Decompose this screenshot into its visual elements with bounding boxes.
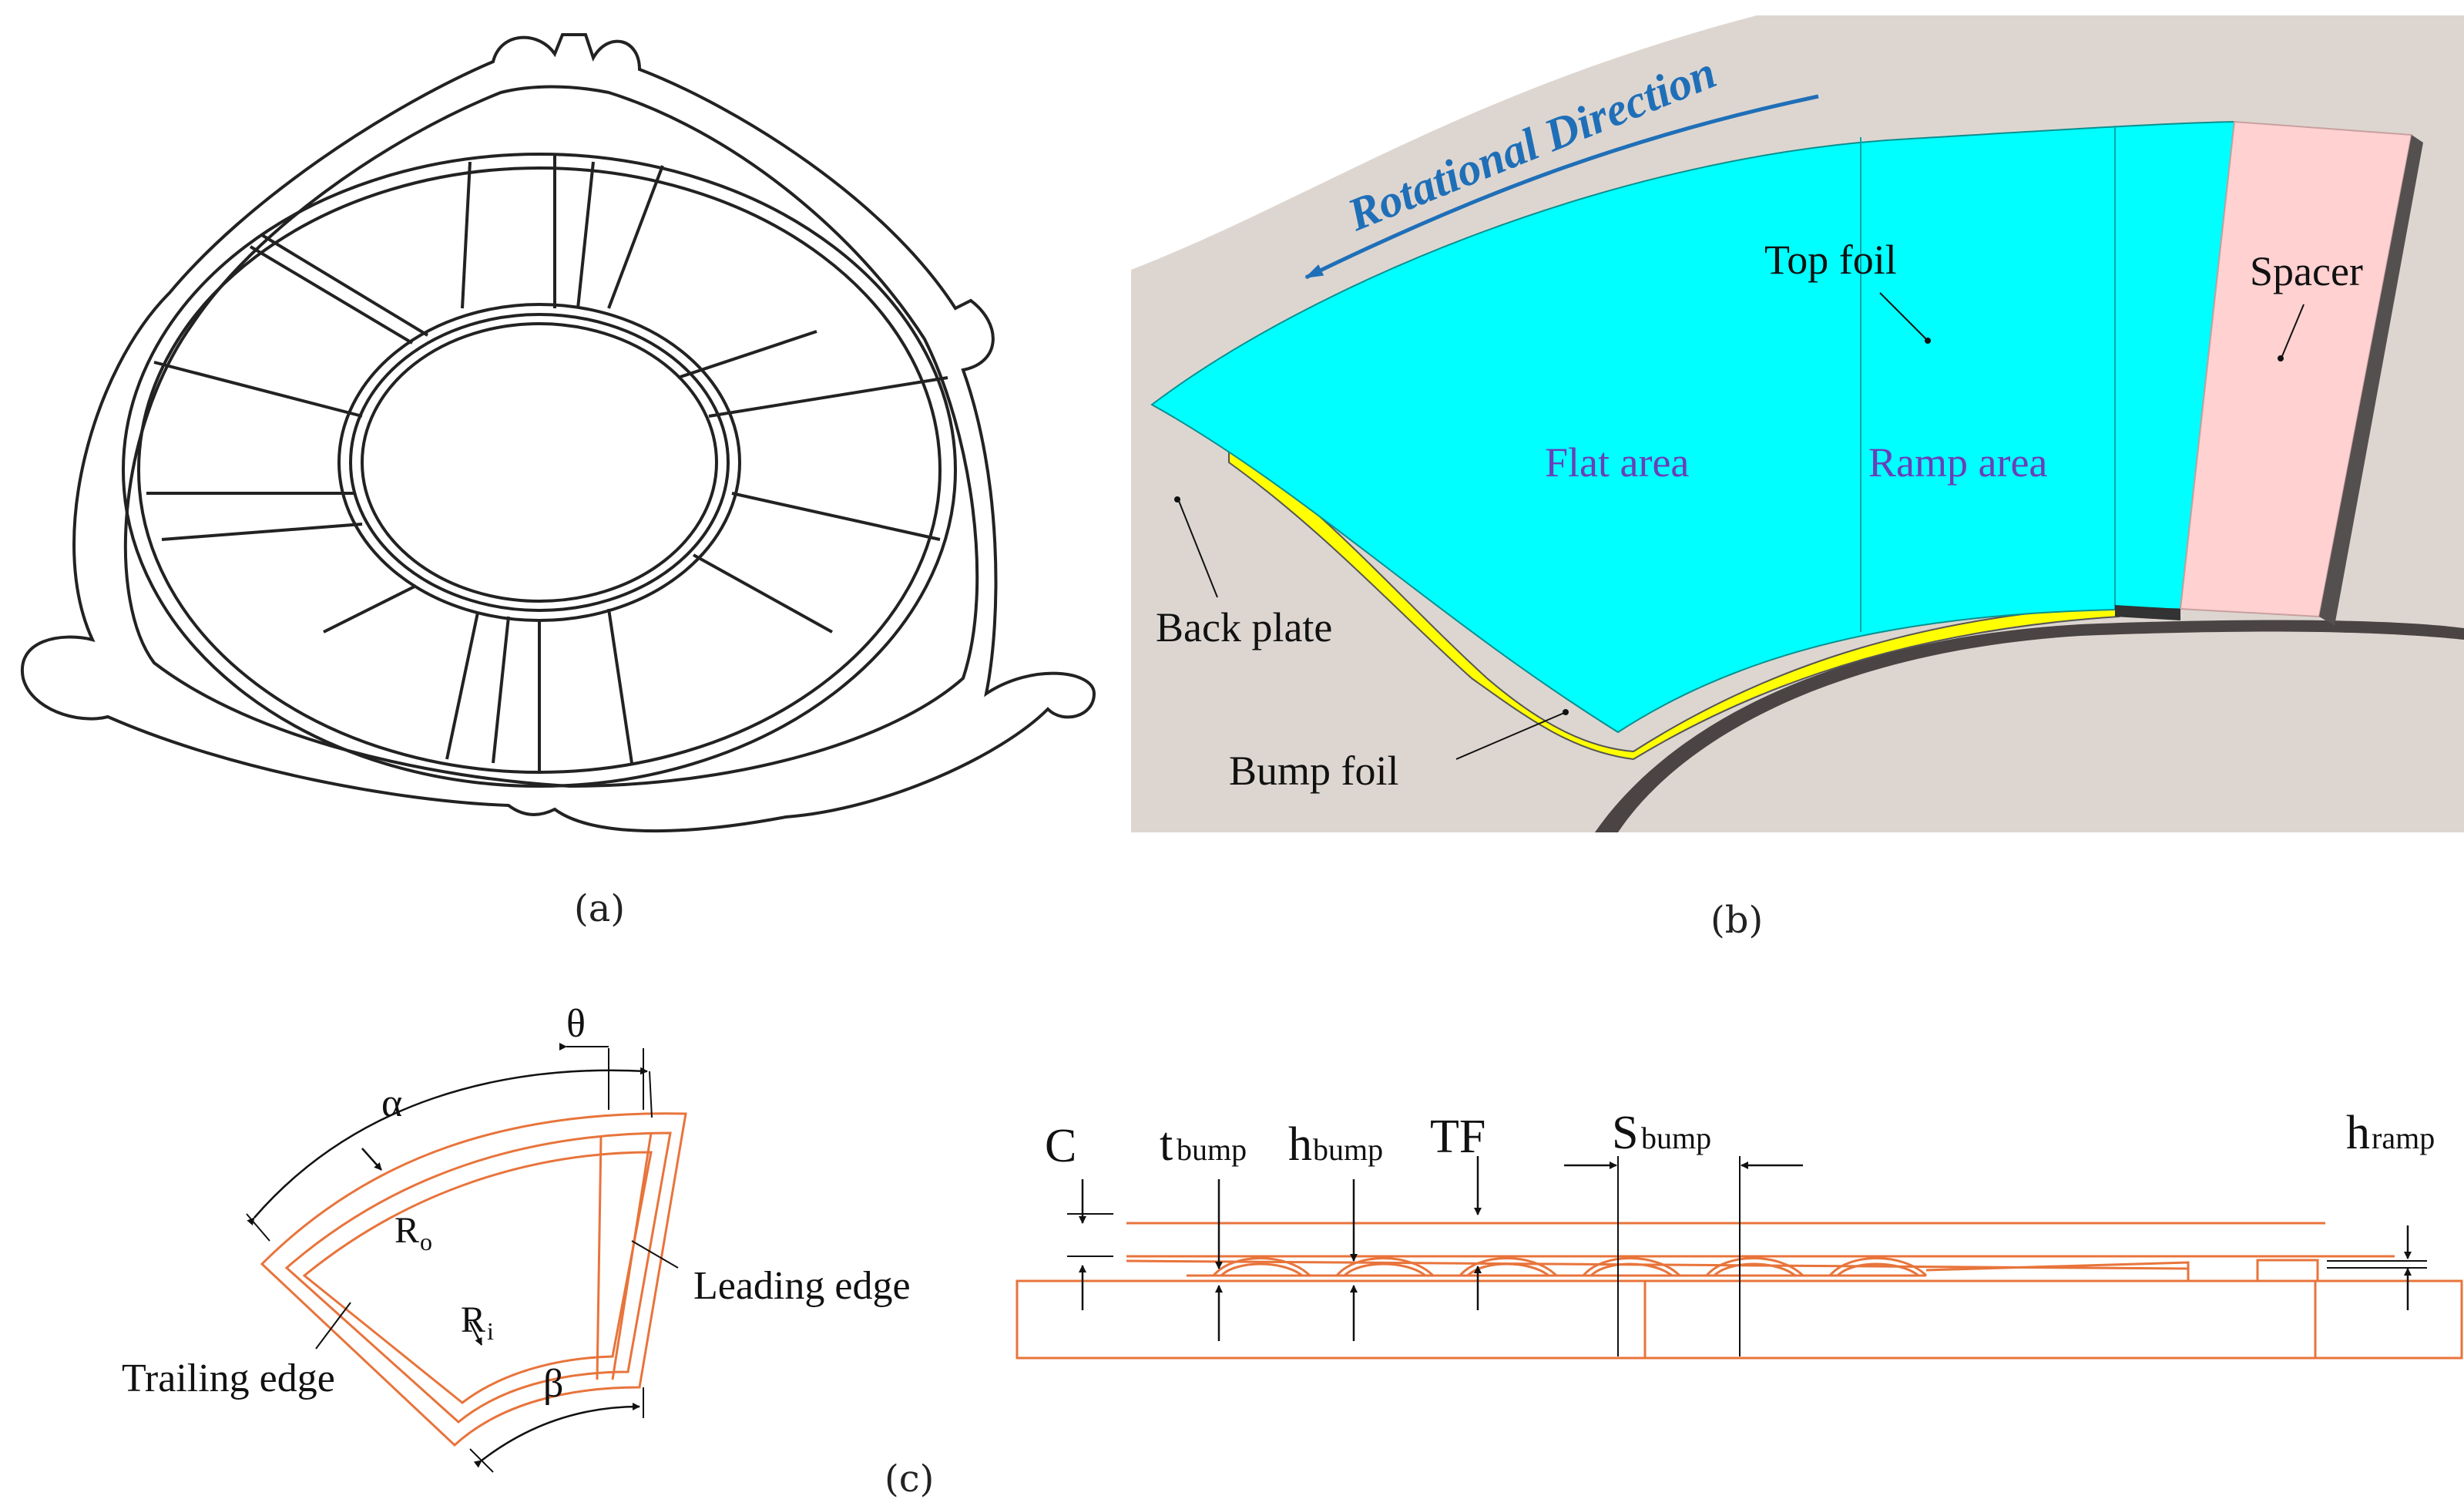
spacer-label: Spacer (2250, 248, 2363, 294)
caption-c: (c) (885, 1457, 934, 1501)
spacer-side (2319, 135, 2423, 626)
h-bump-main: h (1288, 1118, 1312, 1171)
flat-area-label: Flat area (1545, 439, 1689, 486)
h-bump-sub: bump (1313, 1132, 1383, 1167)
panel-c-right-cross-section: C t bump h bump TF S bump h ramp (1015, 1107, 2463, 1360)
leading-edge-label: Leading edge (693, 1264, 911, 1308)
rotation-arrow (1304, 94, 1819, 280)
alpha-label: α (381, 1081, 402, 1125)
caption-b: (b) (1710, 899, 1763, 942)
r-o-main: R (394, 1210, 419, 1251)
s-bump-main: S (1612, 1107, 1638, 1159)
caption-a: (a) (574, 887, 625, 930)
r-o-sub: o (420, 1228, 432, 1256)
top-foil-label: Top foil (1764, 237, 1897, 283)
r-i-sub: i (487, 1317, 494, 1345)
r-i-main: R (461, 1299, 485, 1340)
h-ramp-main: h (2346, 1107, 2370, 1159)
bump-foil-label: Bump foil (1229, 748, 1399, 794)
s-bump-sub: bump (1641, 1121, 1711, 1155)
c-label: C (1045, 1120, 1076, 1172)
back-plate-section (1015, 1279, 1647, 1360)
t-bump-sub: bump (1177, 1132, 1247, 1167)
h-ramp-sub: ramp (2372, 1121, 2435, 1155)
t-bump-main: t (1160, 1118, 1173, 1171)
beta-label: β (543, 1362, 563, 1406)
trailing-edge-label: Trailing edge (122, 1356, 335, 1400)
back-plate-label: Back plate (1156, 604, 1332, 650)
ramp-area-label: Ramp area (1868, 439, 2047, 486)
tf-label: TF (1430, 1111, 1485, 1163)
panel-c-left-geometry: α θ R o R i β Leading edge Trailing edge (122, 1002, 911, 1473)
panel-b-rendering: Rotational Direction Top foil Spacer Fla… (1131, 0, 2464, 832)
panel-a-bearing-drawing (20, 33, 1096, 833)
theta-label: θ (566, 1002, 586, 1046)
